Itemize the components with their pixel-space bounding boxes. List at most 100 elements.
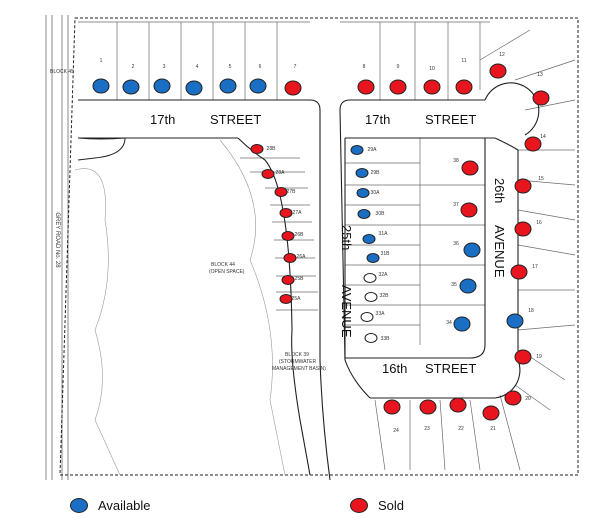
lot-number-24: 24 (393, 428, 399, 434)
lot-marker-4-available[interactable] (185, 80, 203, 96)
lot-number-26a: 26A (297, 254, 307, 260)
avenue-label-26th-1: 26th (492, 178, 507, 203)
lot-marker-38-sold[interactable] (461, 160, 479, 176)
lot-number-1: 1 (100, 58, 103, 64)
lot-marker-18-available[interactable] (506, 313, 524, 329)
lot-marker-28b-sold[interactable] (250, 144, 264, 154)
lot-marker-37-sold[interactable] (460, 202, 478, 218)
lot-number-32b: 32B (380, 293, 390, 299)
grey-road (45, 15, 69, 480)
lot-marker-1-available[interactable] (92, 78, 110, 94)
lot-marker-5-available[interactable] (219, 78, 237, 94)
lot-marker-33b-unmarked[interactable] (364, 333, 378, 343)
lot-number-13: 13 (537, 72, 543, 78)
lot-marker-11-sold[interactable] (455, 79, 473, 95)
lot-number-30b: 30B (376, 211, 386, 217)
lot-marker-34-available[interactable] (453, 316, 471, 332)
lot-marker-3-available[interactable] (153, 78, 171, 94)
lot-marker-8-sold[interactable] (357, 79, 375, 95)
lot-marker-27a-sold[interactable] (279, 208, 293, 218)
lot-number-25a: 25A (292, 296, 302, 302)
open-space-boundary (77, 137, 126, 161)
block-label-top-left: BLOCK 45 (50, 69, 74, 75)
lot-number-8: 8 (363, 64, 366, 70)
legend-available-marker (70, 498, 88, 513)
lot-marker-19-sold[interactable] (514, 349, 532, 365)
grey-road-label: GREY ROAD No. 28 (54, 212, 60, 268)
street-label-17th-left-1: 17th (150, 112, 175, 127)
lot-marker-28a-sold[interactable] (261, 169, 275, 179)
lot-marker-35-available[interactable] (459, 278, 477, 294)
lot-marker-23-sold[interactable] (419, 399, 437, 415)
lot-number-32a: 32A (379, 272, 389, 278)
lot-marker-24-sold[interactable] (383, 399, 401, 415)
block-44-label-1: BLOCK 44 (211, 262, 235, 268)
lot-marker-15-sold[interactable] (514, 178, 532, 194)
lot-number-19: 19 (536, 354, 542, 360)
lot-marker-26b-sold[interactable] (281, 231, 295, 241)
legend-sold-marker (350, 498, 368, 513)
lot-marker-25a-sold[interactable] (279, 294, 293, 304)
lot-number-33a: 33A (376, 311, 386, 317)
block-39-label-1: BLOCK 39 (285, 352, 309, 358)
avenue-label-25th-1: 25th (339, 225, 354, 250)
street-label-17th-right-2: STREET (425, 112, 476, 127)
block-39-label-2: (STORMWATER (279, 359, 317, 365)
lot-marker-27b-sold[interactable] (274, 187, 288, 197)
lot-number-5: 5 (229, 64, 232, 70)
lot-marker-12-sold[interactable] (489, 63, 507, 79)
lot-marker-10-sold[interactable] (423, 79, 441, 95)
lot-marker-30b-available[interactable] (357, 209, 371, 219)
lot-marker-26a-sold[interactable] (283, 253, 297, 263)
lot-number-30a: 30A (371, 190, 381, 196)
lot-number-34: 34 (446, 320, 452, 326)
lot-marker-31a-available[interactable] (362, 234, 376, 244)
lot-number-2: 2 (132, 64, 135, 70)
lot-number-16: 16 (536, 220, 542, 226)
lot-marker-33a-unmarked[interactable] (360, 312, 374, 322)
lot-number-27a: 27A (293, 210, 303, 216)
lot-number-20: 20 (525, 396, 531, 402)
lot-marker-20-sold[interactable] (504, 390, 522, 406)
lot-marker-14-sold[interactable] (524, 136, 542, 152)
avenue-label-26th-2: AVENUE (492, 225, 507, 278)
lot-number-38: 38 (453, 158, 459, 164)
subdivision-map: GREY ROAD No. 28 (45, 15, 579, 481)
lot-marker-30a-available[interactable] (356, 188, 370, 198)
contour-line (219, 139, 286, 476)
lot-marker-16-sold[interactable] (514, 221, 532, 237)
lot-marker-7-sold[interactable] (284, 80, 302, 96)
lot-marker-32b-unmarked[interactable] (364, 292, 378, 302)
lot-number-21: 21 (490, 426, 496, 432)
lot-number-25b: 25B (295, 276, 305, 282)
lot-marker-2-available[interactable] (122, 79, 140, 95)
lot-number-15: 15 (538, 176, 544, 182)
lot-marker-22-sold[interactable] (449, 397, 467, 413)
lot-number-27b: 27B (287, 189, 297, 195)
lot-number-28a: 28A (276, 170, 286, 176)
lot-number-29b: 29B (371, 170, 381, 176)
lot-marker-29a-available[interactable] (350, 145, 364, 155)
lot-marker-9-sold[interactable] (389, 79, 407, 95)
lot-marker-29b-available[interactable] (355, 168, 369, 178)
lot-number-28b: 28B (267, 146, 277, 152)
lot-marker-17-sold[interactable] (510, 264, 528, 280)
lot-number-29a: 29A (368, 147, 378, 153)
lot-number-9: 9 (397, 64, 400, 70)
lot-marker-25b-sold[interactable] (281, 275, 295, 285)
lot-marker-13-sold[interactable] (532, 90, 550, 106)
lot-number-14: 14 (540, 134, 546, 140)
lot-marker-31b-available[interactable] (366, 253, 380, 263)
lot-marker-21-sold[interactable] (482, 405, 500, 421)
lot-number-10: 10 (429, 66, 435, 72)
lot-marker-36-available[interactable] (463, 242, 481, 258)
lot-lines (78, 21, 576, 471)
street-label-17th-left-2: STREET (210, 112, 261, 127)
lot-number-31a: 31A (379, 231, 389, 237)
legend-sold-label: Sold (378, 498, 405, 513)
lot-marker-6-available[interactable] (249, 78, 267, 94)
legend-available-label: Available (98, 498, 151, 513)
lot-marker-32a-unmarked[interactable] (363, 273, 377, 283)
lot-number-33b: 33B (381, 336, 391, 342)
